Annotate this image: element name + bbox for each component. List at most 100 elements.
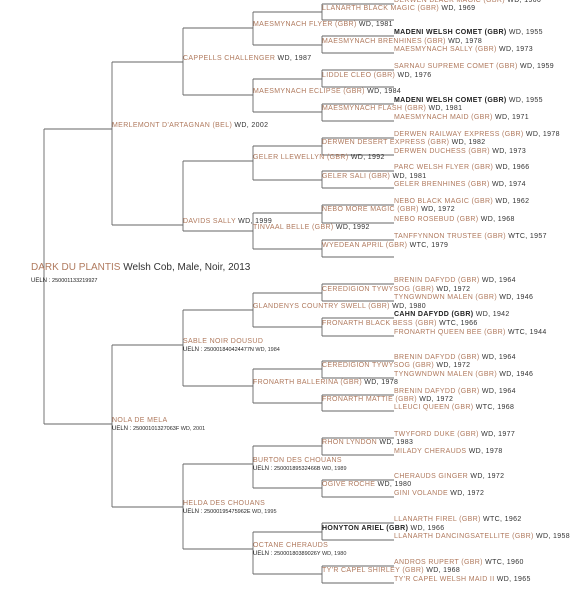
horse-name[interactable]: MAESMYNACH BRENHINES (GBR) xyxy=(322,38,446,45)
pedigree-node-gen2: HELDA DES CHOUANS xyxy=(183,500,265,508)
horse-name[interactable]: BURTON DES CHOUANS xyxy=(253,457,342,464)
horse-details: WD, 1972 xyxy=(468,473,505,480)
horse-ueln: UELN : 25000101327063F WD, 2001 xyxy=(112,426,205,433)
horse-name[interactable]: DERWEN DUCHESS (GBR) xyxy=(394,148,490,155)
ueln-value: 250001840424477N xyxy=(204,347,254,353)
ueln-label: UELN : xyxy=(183,347,205,353)
horse-details: WD, 1966 xyxy=(504,0,542,4)
pedigree-node-gen5: BRENIN DAFYDD (GBR) WD, 1964 xyxy=(394,388,516,396)
horse-name[interactable]: HELDA DES CHOUANS xyxy=(183,500,266,507)
horse-name[interactable]: ANDROS RUPERT (GBR) xyxy=(394,559,483,566)
horse-name[interactable]: RHON LYNDON xyxy=(322,439,378,446)
root-name[interactable]: DARK DU PLANTIS xyxy=(31,262,121,273)
pedigree-node-gen5: TWYFORD DUKE (GBR) WD, 1977 xyxy=(394,431,515,439)
horse-name[interactable]: DERWEN DESERT EXPRESS (GBR) xyxy=(322,139,450,146)
horse-name[interactable]: TWYFORD DUKE (GBR) xyxy=(394,431,479,438)
horse-name[interactable]: NOLA DE MELA xyxy=(112,417,168,424)
pedigree-node-gen5: LLANARTH FIREL (GBR) WTC, 1962 xyxy=(394,516,522,524)
horse-name[interactable]: DERWEN RAILWAY EXPRESS (GBR) xyxy=(394,131,524,138)
horse-details: WD, 1978 xyxy=(362,379,399,386)
pedigree-node-gen4: MAESMYNACH BRENHINES (GBR) WD, 1978 xyxy=(322,38,482,46)
horse-name[interactable]: CAPPELLS CHALLENGER xyxy=(183,55,276,62)
horse-name[interactable]: FRONARTH BLACK BESS (GBR) xyxy=(322,320,437,327)
horse-name[interactable]: TYNGWNDWN MALEN (GBR) xyxy=(394,371,498,378)
horse-name[interactable]: CHERAUDS GINGER xyxy=(394,473,469,480)
horse-name[interactable]: NEBO MORE MAGIC (GBR) xyxy=(322,206,419,213)
horse-name[interactable]: DAVIDS SALLY xyxy=(183,218,236,225)
horse-name[interactable]: TY'R CAPEL SHIRLEY (GBR) xyxy=(322,567,424,574)
horse-name[interactable]: GELER BRENHINES (GBR) xyxy=(394,181,490,188)
horse-name[interactable]: LLANARTH BLACK MAGIC (GBR) xyxy=(322,5,440,12)
horse-name[interactable]: LLANARTH FIREL (GBR) xyxy=(394,516,481,523)
horse-details: WD, 1962 xyxy=(493,198,530,205)
horse-details: WD, 1987 xyxy=(275,55,312,62)
horse-name[interactable]: OGIVE ROCHE xyxy=(322,481,376,488)
horse-name[interactable]: MADENI WELSH COMET (GBR) xyxy=(394,97,507,104)
horse-details: WTC, 1966 xyxy=(436,320,478,327)
horse-name[interactable]: SARNAU SUPREME COMET (GBR) xyxy=(394,63,518,70)
horse-name[interactable]: WYEDEAN APRIL (GBR) xyxy=(322,242,408,249)
horse-name[interactable]: OCTANE CHERAUDS xyxy=(253,542,329,549)
pedigree-node-gen5: MAESMYNACH SALLY (GBR) WD, 1973 xyxy=(394,46,533,54)
horse-name[interactable]: BRENIN DAFYDD (GBR) xyxy=(394,388,480,395)
horse-name[interactable]: NEBO ROSEBUD (GBR) xyxy=(394,216,479,223)
horse-name[interactable]: MILADY CHERAUDS xyxy=(394,448,467,455)
horse-name[interactable]: TINVAAL BELLE (GBR) xyxy=(253,224,334,231)
horse-details: WD, 1972 xyxy=(434,362,471,369)
horse-name[interactable]: FRONARTH QUEEN BEE (GBR) xyxy=(394,329,506,336)
pedigree-node-gen5: MADENI WELSH COMET (GBR) WD, 1955 xyxy=(394,97,543,105)
horse-details: WD, 2002 xyxy=(232,122,269,129)
pedigree-node-gen3: FRONARTH BALLERINA (GBR) WD, 1978 xyxy=(253,379,398,387)
horse-name[interactable]: MADENI WELSH COMET (GBR) xyxy=(394,29,507,36)
pedigree-node-gen5: SARNAU SUPREME COMET (GBR) WD, 1959 xyxy=(394,63,554,71)
horse-name[interactable]: MAESMYNACH MAID (GBR) xyxy=(394,114,493,121)
horse-name[interactable]: GELER LLEWELLYN (GBR) xyxy=(253,154,349,161)
horse-name[interactable]: TYNGWNDWN MALEN (GBR) xyxy=(394,294,498,301)
pedigree-node-gen4: TY'R CAPEL SHIRLEY (GBR) WD, 1968 xyxy=(322,567,460,575)
pedigree-node-gen3: GELER LLEWELLYN (GBR) WD, 1992 xyxy=(253,154,385,162)
horse-name[interactable]: DERWEN BLACK MAGIC (GBR) xyxy=(394,0,505,4)
pedigree-node-gen4: CEREDIGION TYWYSOG (GBR) WD, 1972 xyxy=(322,286,470,294)
horse-name[interactable]: MERLEMONT D'ARTAGNAN (BEL) xyxy=(112,122,233,129)
horse-name[interactable]: HONYTON ARIEL (GBR) xyxy=(322,525,409,532)
root-ueln-label: UELN : xyxy=(31,278,53,284)
horse-details: WD, 1983 xyxy=(377,439,414,446)
horse-name[interactable]: BRENIN DAFYDD (GBR) xyxy=(394,277,480,284)
pedigree-node-gen5: DERWEN BLACK MAGIC (GBR) WD, 1966 xyxy=(394,0,541,5)
horse-name[interactable]: LIDDLE CLEO (GBR) xyxy=(322,72,396,79)
horse-name[interactable]: TY'R CAPEL WELSH MAID II xyxy=(394,576,495,583)
horse-name[interactable]: MAESMYNACH FLASH (GBR) xyxy=(322,105,427,112)
horse-details: WD, 1966 xyxy=(493,164,530,171)
horse-name[interactable]: TANFFYNNON TRUSTEE (GBR) xyxy=(394,233,506,240)
horse-name[interactable]: SABLE NOIR DOUSUD xyxy=(183,338,264,345)
pedigree-node-gen5: CHERAUDS GINGER WD, 1972 xyxy=(394,473,504,481)
pedigree-node-gen4: LIDDLE CLEO (GBR) WD, 1976 xyxy=(322,72,431,80)
ueln-label: UELN : xyxy=(183,509,205,515)
horse-details: WD, 1972 xyxy=(448,490,485,497)
horse-name[interactable]: GELER SALI (GBR) xyxy=(322,173,391,180)
horse-name[interactable]: LLANARTH DANCINGSATELLITE (GBR) xyxy=(394,533,534,540)
horse-details: WD, 1966 xyxy=(408,525,445,532)
horse-name[interactable]: CEREDIGION TYWYSOG (GBR) xyxy=(322,286,435,293)
horse-name[interactable]: PARC WELSH FLYER (GBR) xyxy=(394,164,494,171)
pedigree-node-gen5: CAHN DAFYDD (GBR) WD, 1942 xyxy=(394,311,510,319)
horse-name[interactable]: FRONARTH MATTIE (GBR) xyxy=(322,396,417,403)
pedigree-node-gen5: BRENIN DAFYDD (GBR) WD, 1964 xyxy=(394,354,516,362)
horse-name[interactable]: CEREDIGION TYWYSOG (GBR) xyxy=(322,362,435,369)
pedigree-node-gen3: MAESMYNACH ECLIPSE (GBR) WD, 1984 xyxy=(253,88,401,96)
pedigree-node-gen3: MAESMYNACH FLYER (GBR) WD, 1981 xyxy=(253,21,393,29)
horse-name[interactable]: MAESMYNACH FLYER (GBR) xyxy=(253,21,357,28)
horse-details: WD, 1976 xyxy=(395,72,432,79)
horse-name[interactable]: BRENIN DAFYDD (GBR) xyxy=(394,354,480,361)
horse-name[interactable]: CAHN DAFYDD (GBR) xyxy=(394,311,474,318)
horse-name[interactable]: GLANDENYS COUNTRY SWELL (GBR) xyxy=(253,303,390,310)
horse-details: WD, 1984 xyxy=(253,347,280,353)
horse-name[interactable]: NEBO BLACK MAGIC (GBR) xyxy=(394,198,494,205)
horse-name[interactable]: MAESMYNACH ECLIPSE (GBR) xyxy=(253,88,365,95)
horse-name[interactable]: MAESMYNACH SALLY (GBR) xyxy=(394,46,497,53)
ueln-label: UELN : xyxy=(253,551,275,557)
horse-name[interactable]: FRONARTH BALLERINA (GBR) xyxy=(253,379,363,386)
horse-name[interactable]: GINI VOLANDE xyxy=(394,490,448,497)
horse-name[interactable]: LLEUCI QUEEN (GBR) xyxy=(394,404,474,411)
horse-details: WD, 1989 xyxy=(320,466,347,472)
